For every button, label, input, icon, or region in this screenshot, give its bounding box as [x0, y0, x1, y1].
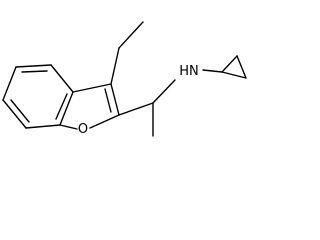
bond-n-c1prime	[202, 69, 223, 73]
bond-c7a-c3a	[59, 91, 74, 126]
benzene-ring	[2, 64, 74, 129]
double-bond-inner-c4-c5	[21, 70, 48, 73]
double-bond-inner-c6-c7	[10, 99, 30, 123]
bond-o1-c7a	[59, 124, 78, 130]
bond-c2prime-c3prime	[236, 55, 247, 79]
aminoethyl-group	[118, 79, 176, 137]
oxygen-atom-label: O	[78, 122, 88, 137]
bond-c3a-c4	[50, 64, 74, 93]
bond-c2-o1	[89, 114, 120, 129]
bond-c4-c5	[15, 64, 52, 68]
structure-diagram: O HN	[2, 21, 247, 137]
double-bond-inner-c3-c2	[104, 88, 112, 113]
bond-c3a-c3	[72, 83, 112, 93]
bond-c3-ch2	[110, 47, 120, 85]
bond-c6-c7	[2, 99, 27, 129]
cyclopropyl-group	[202, 55, 247, 79]
bond-c7-c7a	[25, 124, 61, 129]
amine-atom-label: HN	[179, 64, 199, 79]
furan-ring	[59, 83, 120, 130]
bond-ch2-ch3	[118, 21, 144, 49]
ethyl-group	[110, 21, 144, 85]
bond-c3prime-c1prime	[221, 71, 247, 79]
double-bond-inner-c7a-c3a	[55, 93, 68, 120]
molecule-svg: O HN	[2, 21, 247, 137]
bond-ch-n	[152, 79, 176, 104]
bond-c5-c6	[2, 66, 17, 101]
bond-c2-ch	[118, 102, 154, 116]
bond-c3-c2	[110, 83, 120, 116]
bond-c1prime-c2prime	[221, 55, 238, 73]
